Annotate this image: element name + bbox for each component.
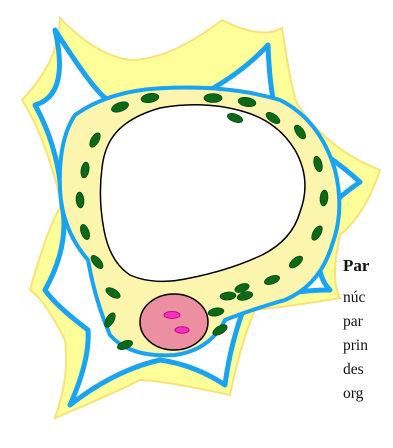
- caption-title: Par: [343, 257, 369, 274]
- caption-line-5: org: [343, 386, 363, 402]
- caption-line-3: prin: [343, 338, 368, 354]
- chloroplast: [204, 94, 222, 103]
- nucleolus-1: [164, 312, 180, 319]
- caption-line-4: des: [343, 362, 364, 378]
- nucleus: [140, 294, 208, 350]
- nucleolus-2: [175, 327, 189, 333]
- caption-line-2: par: [343, 314, 363, 330]
- caption-line-1: núc: [343, 290, 365, 306]
